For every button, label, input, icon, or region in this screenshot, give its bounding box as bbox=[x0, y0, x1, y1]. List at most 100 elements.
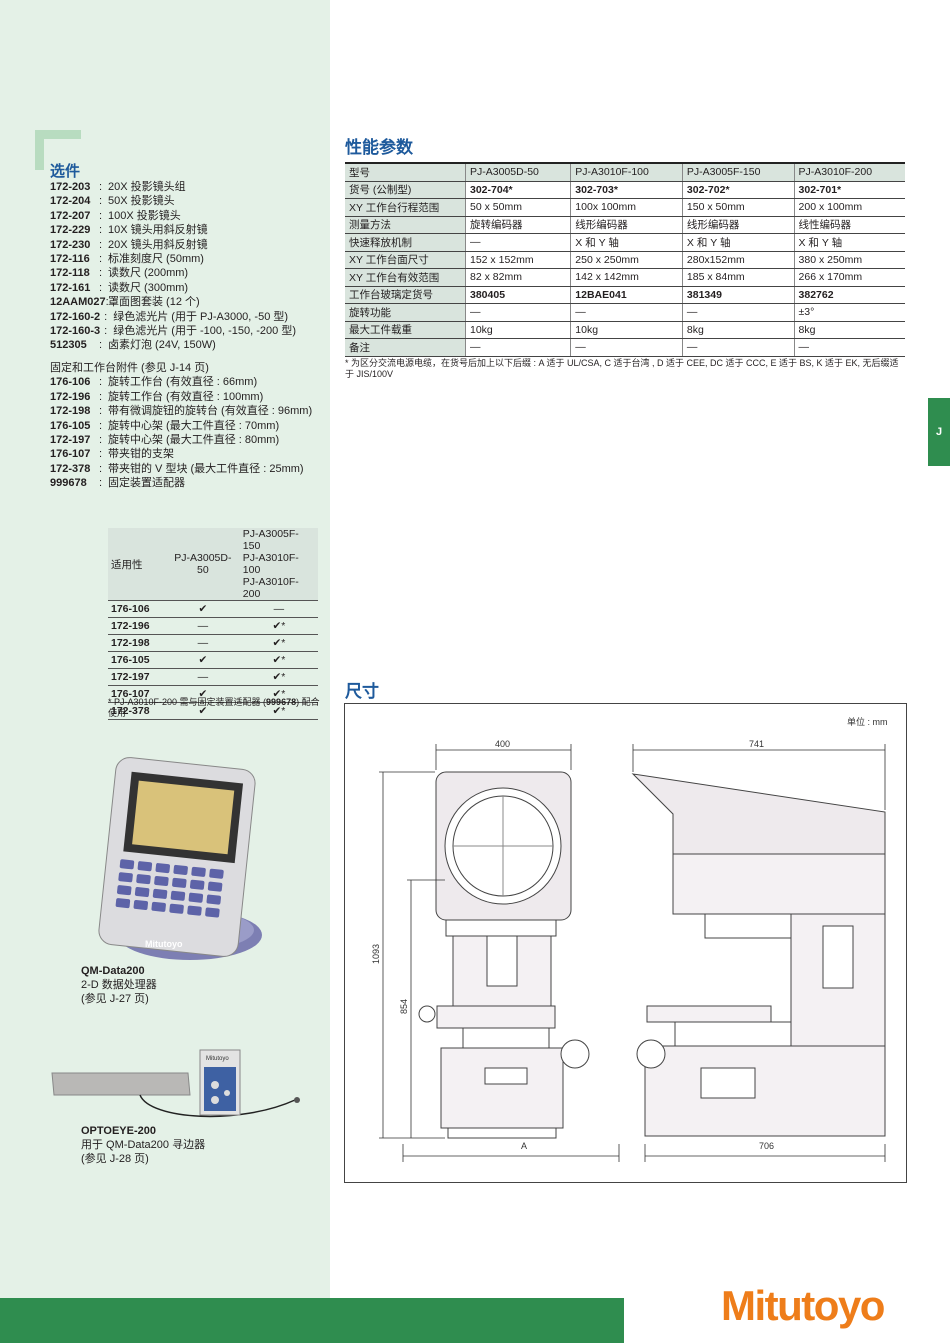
qm-data200-caption: QM-Data200 2-D 数据处理器 (参见 J-27 页) bbox=[81, 964, 157, 1006]
compat-code: 176-105 bbox=[108, 651, 166, 669]
perf-header-cell: PJ-A3010F-100 bbox=[570, 162, 683, 182]
perf-cell: 100x 100mm bbox=[570, 198, 683, 217]
compat-head-label: 适用性 bbox=[108, 528, 166, 601]
perf-cell: 380405 bbox=[464, 286, 571, 304]
perf-cell: 12BAE041 bbox=[570, 286, 683, 304]
perf-cell: — bbox=[681, 338, 795, 357]
perf-cell: 150 x 50mm bbox=[681, 198, 795, 217]
perf-row: 旋转功能———±3° bbox=[345, 303, 905, 322]
option-desc: 罩面图套装 (12 个) bbox=[108, 296, 200, 309]
option-item: 172-230:20X 镜头用斜反射镜 bbox=[50, 238, 312, 252]
perf-row-label: XY 工作台面尺寸 bbox=[345, 251, 466, 269]
optoeye-desc: 用于 QM-Data200 寻边器 bbox=[81, 1139, 206, 1151]
option-separator: : bbox=[98, 267, 102, 280]
compat-row: 176-107✔✔* bbox=[108, 685, 318, 703]
perf-cell: 266 x 170mm bbox=[793, 268, 905, 287]
perf-cell: 381349 bbox=[681, 286, 795, 304]
option-item: 12AAM027:罩面图套装 (12 个) bbox=[50, 295, 312, 309]
compat-col2-line: PJ-A3005F-150 bbox=[242, 528, 299, 552]
perf-cell: — bbox=[570, 303, 683, 322]
perf-cell: — bbox=[464, 233, 571, 252]
compat-col2: PJ-A3005F-150 PJ-A3010F-100 PJ-A3010F-20… bbox=[239, 528, 318, 601]
option-item: 512305:卤素灯泡 (24V, 150W) bbox=[50, 338, 312, 352]
option-item: 172-116:标准刻度尺 (50mm) bbox=[50, 252, 312, 266]
dim-front-base: A bbox=[521, 1141, 527, 1151]
option-item: 172-198:带有微调旋钮的旋转台 (有效直径 : 96mm) bbox=[50, 404, 312, 418]
option-code: 172-204 bbox=[50, 195, 91, 208]
perf-cell: 线形编码器 bbox=[570, 216, 683, 234]
compat-mark: ✔* bbox=[239, 651, 318, 669]
option-separator: : bbox=[98, 433, 102, 446]
option-desc: 带有微调旋钮的旋转台 (有效直径 : 96mm) bbox=[108, 405, 313, 418]
option-desc: 旋转工作台 (有效直径 : 100mm) bbox=[108, 390, 264, 403]
perf-header-cell: PJ-A3005F-150 bbox=[681, 162, 795, 182]
perf-row-label: XY 工作台行程范围 bbox=[345, 198, 466, 217]
option-item: 176-107:带夹钳的支架 bbox=[50, 447, 312, 461]
dimensions-diagram: 单位 : mm bbox=[344, 703, 907, 1183]
option-code: 176-107 bbox=[50, 448, 91, 461]
perf-cell: ±3° bbox=[793, 303, 905, 322]
optoeye-ref: (参见 J-28 页) bbox=[81, 1153, 149, 1165]
perf-cell: X 和 Y 轴 bbox=[570, 233, 683, 252]
option-desc: 旋转中心架 (最大工件直径 : 80mm) bbox=[108, 433, 280, 446]
compat-mark: ✔* bbox=[239, 617, 318, 635]
option-item: 172-203:20X 投影镜头组 bbox=[50, 180, 312, 194]
option-code: 172-229 bbox=[50, 224, 91, 237]
perf-cell: 302-703* bbox=[570, 181, 683, 199]
perf-row: 备注———— bbox=[345, 338, 905, 357]
compat-code: 172-197 bbox=[108, 668, 166, 686]
perf-cell: 82 x 82mm bbox=[464, 268, 571, 287]
option-item: 172-204:50X 投影镜头 bbox=[50, 194, 312, 208]
perf-cell: 380 x 250mm bbox=[793, 251, 905, 269]
perf-header-row: 型号 PJ-A3005D-50 PJ-A3010F-100 PJ-A3005F-… bbox=[345, 162, 905, 182]
perf-cell: 10kg bbox=[464, 321, 571, 339]
compat-row: 172-378✔✔* bbox=[108, 702, 318, 720]
compat-code: 172-196 bbox=[108, 617, 166, 635]
option-item: 176-106:旋转工作台 (有效直径 : 66mm) bbox=[50, 375, 312, 389]
compat-code: 176-106 bbox=[108, 600, 166, 618]
option-code: 172-207 bbox=[50, 209, 91, 222]
option-desc: 固定装置适配器 bbox=[108, 477, 185, 490]
dimensions-title: 尺寸 bbox=[345, 682, 379, 701]
qm-data200-desc: 2-D 数据处理器 bbox=[81, 979, 157, 991]
compat-note: * PJ-A3010F-200 需与固定装置适配器 (999678) 配合使用 bbox=[108, 697, 323, 719]
option-code: 999678 bbox=[50, 477, 87, 490]
perf-row: 测量方法旋转编码器线形编码器线形编码器线性编码器 bbox=[345, 216, 905, 234]
perf-header-cell: PJ-A3010F-200 bbox=[793, 162, 905, 182]
dim-total-height: 1093 bbox=[371, 944, 381, 964]
perf-row: 货号 (公制型)302-704*302-703*302-702*302-701* bbox=[345, 181, 905, 199]
option-separator: : bbox=[98, 195, 102, 208]
perf-header-cell: 型号 bbox=[345, 162, 466, 182]
perf-row-label: 备注 bbox=[345, 338, 466, 357]
options-title: 选件 bbox=[50, 163, 81, 180]
dimension-drawing: 单位 : mm bbox=[371, 716, 888, 1162]
perf-row-label: XY 工作台有效范围 bbox=[345, 268, 466, 287]
compat-mark: — bbox=[166, 617, 240, 635]
perf-cell: 旋转编码器 bbox=[464, 216, 571, 234]
compat-mark: ✔ bbox=[166, 685, 240, 703]
performance-footnote: * 为区分交流电源电缆，在货号后加上以下后缀 : A 适于 UL/CSA, C … bbox=[345, 358, 907, 380]
option-item: 172-118:读数尺 (200mm) bbox=[50, 266, 312, 280]
option-desc: 读数尺 (200mm) bbox=[108, 267, 189, 280]
option-separator: : bbox=[98, 281, 102, 294]
perf-cell: — bbox=[464, 338, 571, 357]
option-desc: 带夹钳的 V 型块 (最大工件直径 : 25mm) bbox=[108, 462, 304, 475]
compat-header-row: 适用性 PJ-A3005D-50 PJ-A3005F-150 PJ-A3010F… bbox=[108, 528, 318, 601]
option-separator: : bbox=[98, 238, 102, 251]
compat-note-code: 999678 bbox=[266, 697, 297, 707]
option-desc: 旋转中心架 (最大工件直径 : 70mm) bbox=[108, 419, 280, 432]
option-separator: : bbox=[98, 390, 102, 403]
compat-code: 176-107 bbox=[108, 685, 166, 703]
option-item: 176-105:旋转中心架 (最大工件直径 : 70mm) bbox=[50, 419, 312, 433]
option-separator: : bbox=[98, 376, 102, 389]
compat-mark: ✔* bbox=[239, 634, 318, 652]
footnote-line: 于 JIS/100V bbox=[345, 369, 394, 379]
optoeye-title: OPTOEYE-200 bbox=[81, 1125, 156, 1137]
option-item: 172-207:100X 投影镜头 bbox=[50, 209, 312, 223]
performance-title: 性能参数 bbox=[345, 138, 413, 157]
